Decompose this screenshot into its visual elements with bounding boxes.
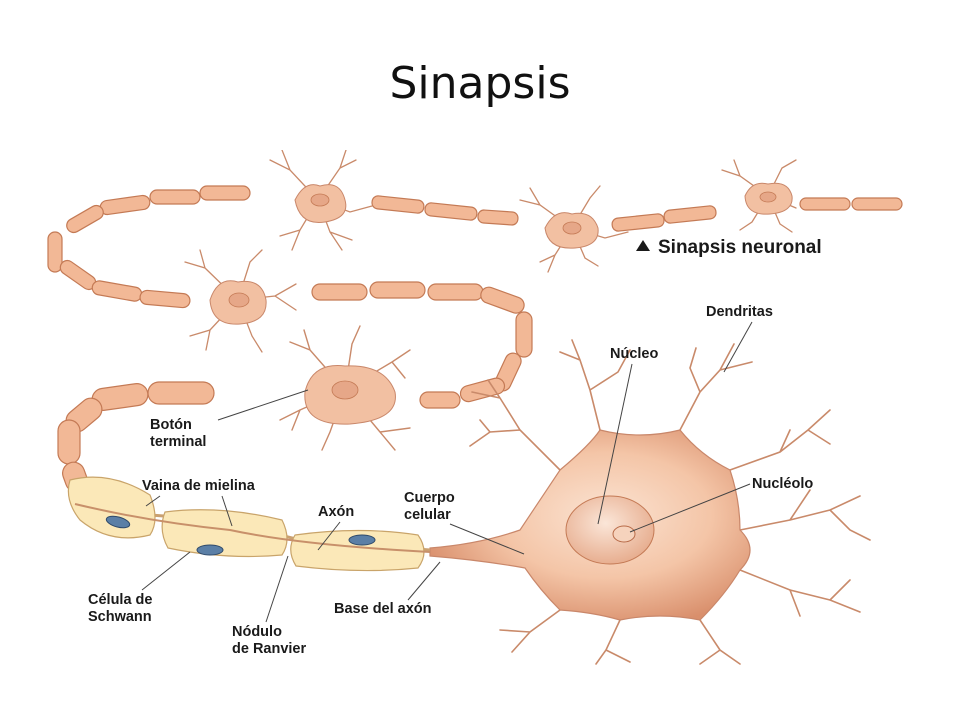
nucleolus <box>612 525 636 543</box>
small-neuron-4 <box>184 249 297 353</box>
small-neuron-1 <box>269 150 373 251</box>
small-neuron-3 <box>721 159 797 233</box>
small-neuron-2 <box>519 185 629 273</box>
label-nucleolo: Nucléolo <box>752 476 813 492</box>
label-vaina-de-mielina: Vaina de mielina <box>142 478 256 494</box>
myelin-sheath-1 <box>67 476 156 539</box>
schwann-nucleus-2 <box>196 544 224 556</box>
label-celula-line1: Célula de <box>88 592 152 608</box>
schwann-nucleus-3 <box>348 534 376 546</box>
label-nodulo-line2: de Ranvier <box>232 641 306 657</box>
label-nucleo: Núcleo <box>610 346 658 362</box>
caption-sinapsis-neuronal: Sinapsis neuronal <box>658 237 822 258</box>
middle-axon-segments <box>311 281 533 409</box>
labels: Dendritas Núcleo Nucléolo Botón terminal… <box>88 304 813 657</box>
label-boton-line2: terminal <box>150 434 206 450</box>
small-neuron-5 <box>279 325 411 451</box>
myelinated-axon <box>67 476 431 572</box>
neuron-diagram: Sinapsis neuronal Dendritas Núcleo Nuclé… <box>47 150 903 665</box>
myelin-sheath-3 <box>290 529 425 572</box>
large-neuron <box>429 339 871 665</box>
nucleus <box>565 495 655 565</box>
myelin-sheath-2 <box>161 509 288 558</box>
top-axon-segments <box>47 185 903 309</box>
label-celula-line2: Schwann <box>88 609 152 625</box>
neuron-chain <box>47 185 903 493</box>
label-cuerpo-line2: celular <box>404 507 451 523</box>
label-cuerpo-line1: Cuerpo <box>404 490 455 506</box>
schwann-nucleus-1 <box>105 515 131 529</box>
large-neuron-dendrites <box>469 339 871 665</box>
label-nodulo-line1: Nódulo <box>232 624 282 640</box>
label-boton-line1: Botón <box>150 417 192 433</box>
slide-title: Sinapsis <box>389 58 571 109</box>
label-axon: Axón <box>318 504 354 520</box>
triangle-up-icon <box>636 240 650 251</box>
label-base-del-axon: Base del axón <box>334 601 432 617</box>
label-dendritas: Dendritas <box>706 304 773 320</box>
